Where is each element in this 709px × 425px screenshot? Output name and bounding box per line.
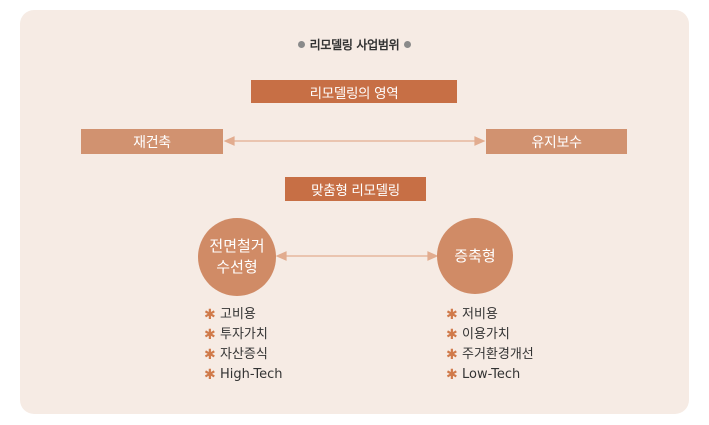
reconstruction-label: 재건축 (133, 134, 171, 151)
list-item: ✱ 주거환경개선 (446, 345, 534, 365)
circle-left-line-1: 전면철거 (209, 237, 265, 255)
bullet-dot-right (404, 41, 412, 48)
middle-arrow-left-head (275, 251, 287, 261)
list-item: ✱ 저비용 (446, 305, 534, 325)
top-arrow-right-head (474, 136, 486, 146)
middle-arrow-right-head (427, 251, 439, 261)
asterisk-icon: ✱ (204, 367, 216, 383)
list-item-text: 저비용 (462, 307, 498, 322)
asterisk-icon: ✱ (204, 347, 216, 363)
list-item: ✱ 고비용 (204, 305, 283, 325)
circle-left-line-2: 수선형 (216, 258, 258, 276)
circle-right-label: 증축형 (454, 246, 496, 265)
list-item-text: 주거환경개선 (462, 347, 534, 362)
custom-remodeling-bar: 맞춤형 리모델링 (285, 177, 426, 201)
asterisk-icon: ✱ (446, 307, 458, 323)
maintenance-label: 유지보수 (531, 134, 582, 151)
list-item: ✱ 자산증식 (204, 345, 283, 365)
bullet-dot-left (297, 41, 305, 48)
maintenance-box: 유지보수 (486, 129, 627, 154)
list-item: ✱ High-Tech (204, 365, 283, 385)
diagram-panel (20, 10, 689, 414)
remodeling-domain-label: 리모델링의 영역 (309, 85, 399, 102)
extension-circle: 증축형 (437, 218, 513, 294)
list-item: ✱ Low-Tech (446, 365, 534, 385)
list-item-text: 이용가치 (462, 327, 510, 342)
asterisk-icon: ✱ (204, 327, 216, 343)
asterisk-icon: ✱ (204, 307, 216, 323)
list-item-text: 고비용 (220, 307, 256, 322)
list-item-text: 투자가치 (220, 327, 268, 342)
list-item: ✱ 이용가치 (446, 325, 534, 345)
top-arrow-left-head (223, 136, 235, 146)
custom-remodeling-label: 맞춤형 리모델링 (311, 183, 400, 199)
list-item-text: Low-Tech (462, 367, 521, 382)
right-feature-list: ✱ 저비용 ✱ 이용가치 ✱ 주거환경개선 ✱ Low-Tech (446, 305, 534, 385)
list-item-text: High-Tech (220, 367, 283, 382)
asterisk-icon: ✱ (446, 347, 458, 363)
diagram-title: 리모델링 사업범위 (0, 36, 709, 53)
full-demolition-repair-circle: 전면철거 수선형 (198, 218, 276, 296)
diagram-title-text: 리모델링 사업범위 (309, 38, 400, 52)
left-feature-list: ✱ 고비용 ✱ 투자가치 ✱ 자산증식 ✱ High-Tech (204, 305, 283, 385)
list-item-text: 자산증식 (220, 347, 268, 362)
asterisk-icon: ✱ (446, 367, 458, 383)
list-item: ✱ 투자가치 (204, 325, 283, 345)
asterisk-icon: ✱ (446, 327, 458, 343)
remodeling-domain-bar: 리모델링의 영역 (251, 80, 457, 103)
reconstruction-box: 재건축 (81, 129, 223, 154)
